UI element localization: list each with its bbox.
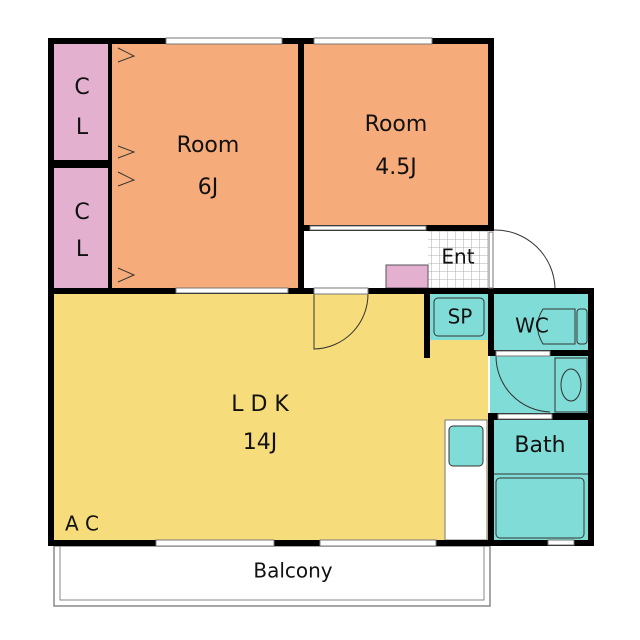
shoe-cabinet bbox=[385, 264, 429, 289]
toilet-icon bbox=[537, 308, 576, 345]
closet-2-label-c: C bbox=[74, 200, 89, 225]
bath-label: Bath bbox=[514, 433, 565, 458]
storage-label: SP bbox=[448, 305, 473, 329]
wc-label: WC bbox=[515, 314, 549, 338]
closet-doors bbox=[117, 47, 136, 283]
room-6j bbox=[112, 44, 298, 288]
closet-2-label-l: L bbox=[76, 237, 89, 262]
washroom-door-swing bbox=[495, 355, 551, 413]
closet-1 bbox=[54, 44, 112, 162]
entrance bbox=[428, 231, 488, 288]
room-4-5j-name: Room bbox=[365, 112, 428, 137]
bathroom bbox=[494, 420, 588, 540]
windows bbox=[155, 37, 575, 547]
room-4-5j bbox=[304, 44, 488, 225]
closet-1-label-c: C bbox=[74, 75, 89, 100]
washbasin bbox=[554, 357, 588, 413]
ldk-size: 14J bbox=[243, 430, 277, 455]
sp-fixture bbox=[433, 297, 485, 337]
kitchen-sink bbox=[448, 425, 484, 467]
entrance-door-swing bbox=[493, 229, 556, 289]
ldk-door-swing bbox=[313, 293, 369, 350]
ldk-name: L D K bbox=[231, 392, 289, 417]
entrance-label: Ent bbox=[441, 245, 474, 269]
balcony-label: Balcony bbox=[253, 559, 332, 583]
ac-label: A C bbox=[65, 512, 99, 536]
closet-2 bbox=[54, 168, 112, 288]
ldk bbox=[54, 294, 488, 540]
washbasin-bowl bbox=[560, 368, 582, 402]
room-6j-size: 6J bbox=[198, 175, 219, 200]
room-4-5j-size: 4.5J bbox=[375, 155, 416, 180]
room-6j-name: Room bbox=[177, 133, 240, 158]
washroom bbox=[490, 356, 588, 414]
closet-1-label-l: L bbox=[76, 115, 89, 140]
bathtub bbox=[495, 477, 585, 539]
toilet-tank bbox=[576, 308, 588, 345]
